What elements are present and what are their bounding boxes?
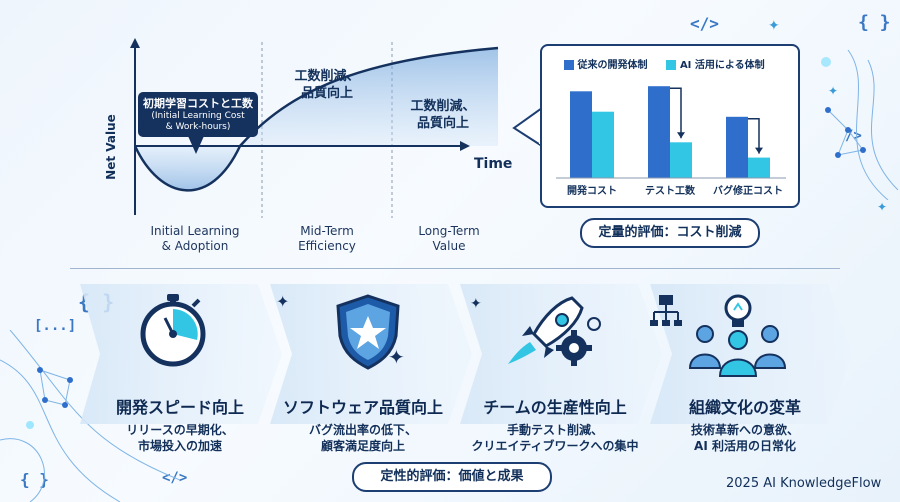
legend-swatch-ai — [666, 60, 677, 70]
sparkle-icon: ✦ — [877, 200, 888, 214]
sparkle-icon: ✦ — [276, 292, 290, 311]
phase-initial: Initial Learning& Adoption — [150, 224, 240, 253]
x-axis-label: Time — [474, 156, 513, 172]
benefit-speed: 開発スピード向上 リリースの早期化、 市場投入の加速 — [90, 394, 270, 454]
cost-chart-panel: 従来の開発体制 AI 活用による体制 開発コスト テスト工数 バグ修正コスト — [540, 44, 800, 208]
footer-credit: 2025 AI KnowledgeFlow — [726, 476, 882, 491]
category-label: テスト工数 — [645, 184, 696, 197]
chevron-3 — [460, 284, 662, 424]
benefit-culture: 組織文化の変革 技術革新への意欲、 AI 利活用の日常化 — [660, 394, 830, 454]
shield-star-icon: ✦ — [336, 294, 405, 370]
bar-conventional-0 — [570, 91, 592, 178]
svg-text:✦: ✦ — [388, 345, 405, 369]
benefit-desc: 技術革新への意欲、 — [690, 423, 799, 437]
network-decoration — [0, 330, 180, 502]
section-divider — [70, 268, 840, 269]
long-term-benefit-label: 工数削減、品質向上 — [410, 99, 476, 131]
benefit-title: チームの生産性向上 — [483, 398, 627, 417]
reduction-arrow — [748, 118, 760, 154]
network-decoration — [821, 49, 898, 200]
bar-conventional-1 — [648, 86, 670, 178]
mid-term-benefit-label: 工数削減、品質向上 — [294, 69, 360, 101]
bar-ai-2 — [748, 157, 770, 178]
benefit-desc: AI 利活用の日常化 — [694, 439, 796, 453]
reduction-arrow-head — [677, 132, 685, 139]
bar-ai-1 — [670, 142, 692, 178]
sparkle-icon: ✦ — [470, 296, 482, 312]
benefit-quality: ソフトウェア品質向上 バグ流出率の低下、 顧客満足度向上 — [268, 394, 458, 454]
y-axis-label: Net Value — [103, 114, 118, 180]
cost-bar-chart: 開発コスト テスト工数 バグ修正コスト — [556, 86, 786, 197]
benefit-title: 組織文化の変革 — [688, 398, 801, 417]
benefit-desc: 顧客満足度向上 — [320, 439, 405, 453]
quantitative-label: 定量的評価：コスト削減 — [580, 218, 760, 248]
braces-icon: { } — [20, 470, 49, 489]
sparkle-icon: ✦ — [768, 18, 780, 34]
benefit-desc: クリエイティブワークへの集中 — [471, 439, 639, 453]
chart-legend: 従来の開発体制 AI 活用による体制 — [564, 56, 765, 71]
chevron-4 — [650, 284, 852, 424]
benefit-desc: リリースの早期化、 — [126, 423, 234, 437]
qualitative-label: 定性的評価：価値と成果 — [352, 462, 552, 492]
braces-icon: { } — [858, 12, 891, 33]
code-tag-icon: </> — [690, 14, 719, 33]
reduction-arrow-head — [755, 147, 763, 154]
category-label: 開発コスト — [567, 184, 617, 197]
legend-label-ai: AI 活用による体制 — [679, 60, 765, 71]
ellipsis-bracket-icon: [...] — [34, 318, 77, 334]
benefit-desc: バグ流出率の低下、 — [308, 423, 417, 437]
benefit-productivity: チームの生産性向上 手動テスト削減、 クリエイティブワークへの集中 — [460, 394, 650, 454]
category-label: バグ修正コスト — [713, 184, 783, 197]
bar-conventional-2 — [726, 116, 748, 178]
cost-callout: 初期学習コストと工数 (Initial Learning Cost & Work… — [138, 92, 258, 137]
legend-label-conventional: 従来の開発体制 — [577, 60, 648, 71]
benefit-title: ソフトウェア品質向上 — [282, 398, 443, 417]
benefit-desc: 市場投入の加速 — [137, 439, 222, 453]
sparkle-icon: ✦ — [828, 84, 839, 98]
benefit-desc: 手動テスト削減、 — [506, 423, 603, 437]
team-lightbulb-icon — [650, 294, 787, 377]
positive-area — [240, 48, 498, 146]
benefit-title: 開発スピード向上 — [115, 398, 244, 417]
stopwatch-icon — [140, 294, 206, 367]
bar-ai-0 — [592, 111, 614, 178]
rocket-gear-icon — [508, 296, 601, 366]
legend-swatch-conventional — [564, 60, 574, 70]
reduction-arrow — [670, 87, 682, 139]
